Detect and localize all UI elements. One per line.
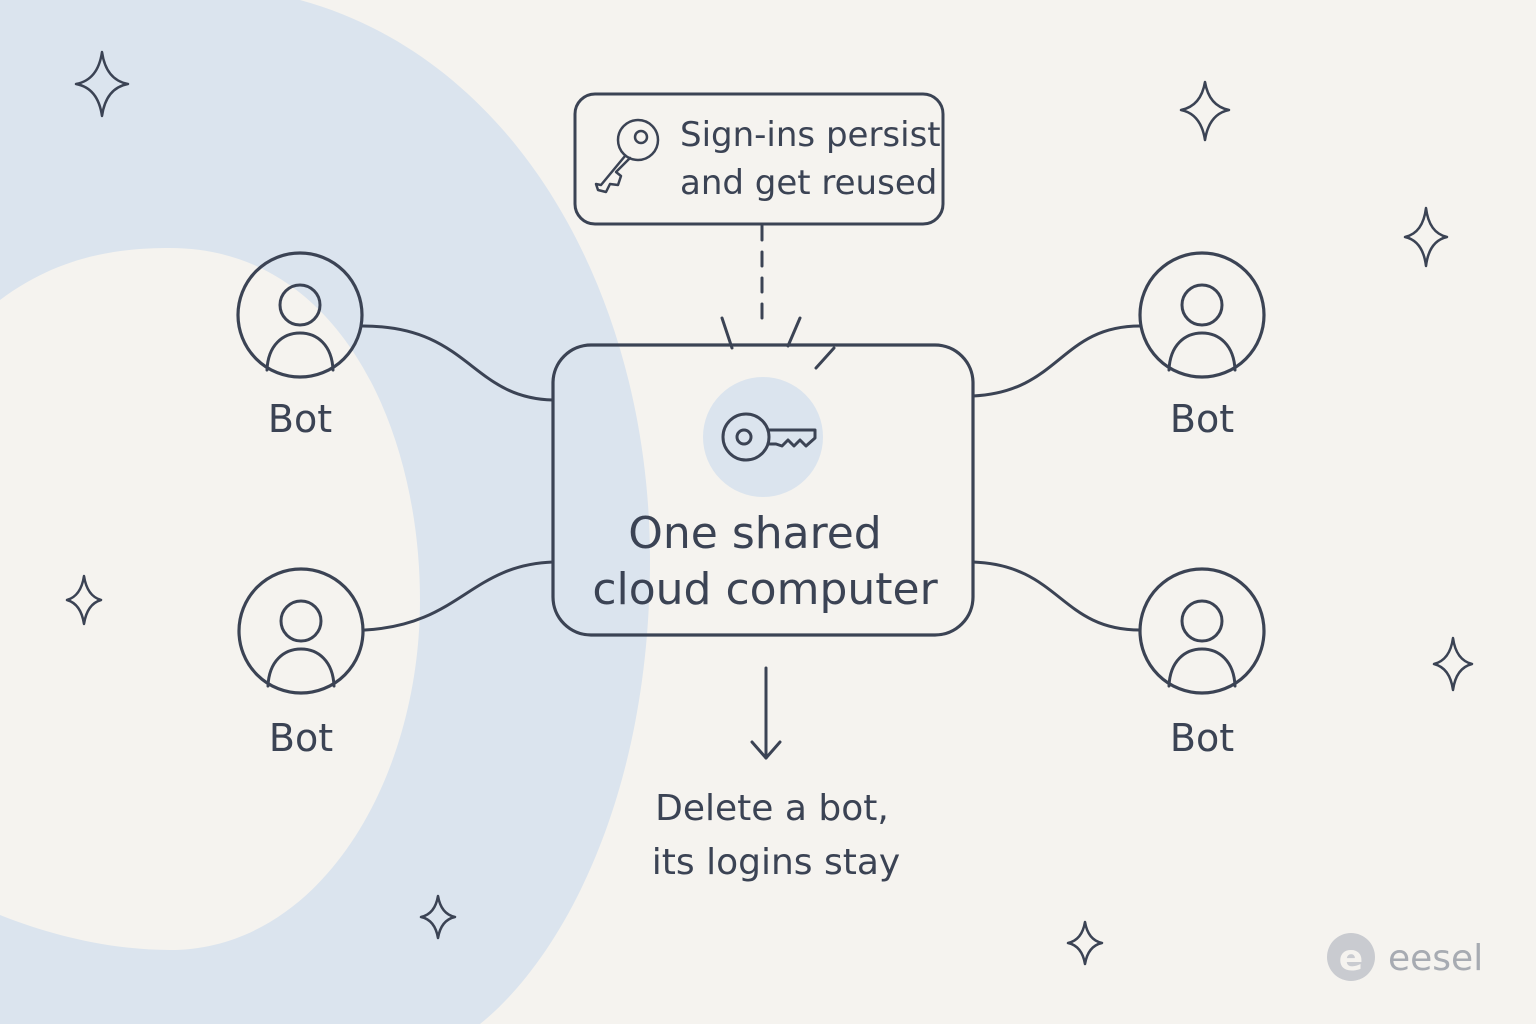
sparkle-icon xyxy=(74,50,130,118)
bot-label: Bot xyxy=(269,716,333,760)
hub-line-2: cloud computer xyxy=(592,564,938,615)
sparkle-icon xyxy=(1432,636,1474,692)
sparkle-icon xyxy=(65,574,103,626)
connector-line xyxy=(971,324,1142,398)
bot-label: Bot xyxy=(1170,716,1234,760)
sparkle-icon xyxy=(1066,920,1104,966)
connector-line xyxy=(361,324,555,402)
callout-line-2: and get reused xyxy=(680,163,937,203)
sparkle-icon xyxy=(1403,206,1449,268)
bot-node-bottom-right: Bot xyxy=(1138,567,1266,760)
down-arrow xyxy=(750,666,782,760)
emphasis-tick xyxy=(720,316,734,350)
key-icon xyxy=(721,412,817,462)
outcome-line-2: its logins stay xyxy=(652,842,900,883)
outcome-line-1: Delete a bot, xyxy=(655,788,889,829)
key-icon xyxy=(594,118,660,194)
user-icon xyxy=(266,599,336,688)
emphasis-tick xyxy=(786,316,802,348)
brand-name: eesel xyxy=(1388,938,1483,979)
emphasis-tick xyxy=(814,346,836,370)
hub-box: One shared cloud computer xyxy=(551,343,975,637)
user-icon xyxy=(265,283,335,372)
connector-line xyxy=(363,560,555,632)
callout-line-1: Sign-ins persist xyxy=(680,115,941,155)
bot-node-bottom-left: Bot xyxy=(237,567,365,760)
bot-label: Bot xyxy=(268,397,332,441)
bot-label: Bot xyxy=(1170,397,1234,441)
brand-logo: e eesel xyxy=(1327,933,1483,981)
background-crescent xyxy=(0,0,650,1024)
hub-line-1: One shared xyxy=(628,508,881,559)
sparkle-icon xyxy=(1179,80,1231,142)
user-icon xyxy=(1167,599,1237,688)
sparkle-icon xyxy=(419,894,457,940)
bot-node-top-right: Bot xyxy=(1138,251,1266,441)
connector-line xyxy=(971,560,1142,632)
callout-box: Sign-ins persist and get reused xyxy=(573,92,945,226)
brand-logo-letter: e xyxy=(1339,938,1363,979)
user-icon xyxy=(1167,283,1237,372)
hub-icon-badge xyxy=(703,377,823,497)
bot-node-top-left: Bot xyxy=(236,251,364,441)
brand-logo-badge xyxy=(1327,933,1375,981)
